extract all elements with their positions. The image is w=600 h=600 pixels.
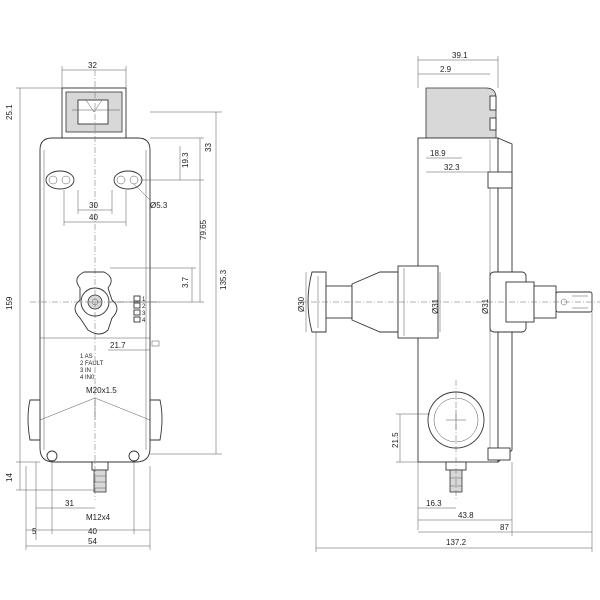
dim-m12: M12x4 bbox=[86, 513, 111, 522]
mounting-slot-left bbox=[45, 170, 75, 190]
status-leds: 1 2 3 4 bbox=[133, 295, 146, 324]
dim-37: 3.7 bbox=[181, 276, 190, 288]
bottom-hole-left bbox=[46, 450, 58, 462]
dim-53: Ø5.3 bbox=[150, 201, 168, 210]
dim-14: 14 bbox=[5, 473, 14, 482]
dim-217: 21.7 bbox=[110, 341, 126, 350]
dim-215: 21.5 bbox=[391, 432, 400, 448]
legend-1: 1 AS bbox=[80, 354, 93, 360]
dim-m20: M20x1.5 bbox=[86, 386, 117, 395]
side-gland-right bbox=[149, 399, 163, 441]
dim-29: 2.9 bbox=[440, 65, 452, 74]
mounting-slot-right bbox=[113, 170, 143, 190]
release-knob bbox=[74, 271, 118, 335]
dim-251: 25.1 bbox=[5, 104, 14, 120]
legend-3: 3 IN bbox=[80, 368, 91, 374]
side-view: 39.1 2.9 18.9 32.3 Ø30 Ø31 Ø31 21.5 16.3… bbox=[297, 51, 600, 552]
dim-30: 30 bbox=[89, 201, 98, 210]
dim-dia31b: Ø31 bbox=[481, 298, 490, 314]
led-2-label: 2 bbox=[142, 304, 146, 310]
dim-5: 5 bbox=[32, 527, 37, 536]
dim-87: 87 bbox=[500, 523, 509, 532]
dim-391: 39.1 bbox=[452, 51, 468, 60]
dim-54: 54 bbox=[88, 537, 97, 546]
dim-dia31a: Ø31 bbox=[431, 298, 440, 314]
legend-4: 4 IN0 bbox=[80, 375, 95, 381]
led-legend: 1 AS 2 FAULT 3 IN 4 IN0 bbox=[80, 354, 104, 381]
bottom-hole-right bbox=[128, 450, 140, 462]
side-actuator-head bbox=[425, 87, 497, 139]
dim-189: 18.9 bbox=[430, 149, 446, 158]
side-gland-left bbox=[27, 399, 41, 441]
dim-323: 32.3 bbox=[444, 163, 460, 172]
side-dimensions: 39.1 2.9 18.9 32.3 Ø30 Ø31 Ø31 21.5 16.3… bbox=[297, 51, 593, 552]
dim-40-top: 40 bbox=[89, 213, 98, 222]
legend-2: 2 FAULT bbox=[80, 361, 104, 367]
m12-connector bbox=[91, 461, 109, 493]
dim-32: 32 bbox=[88, 61, 97, 70]
dim-163: 16.3 bbox=[426, 499, 442, 508]
dim-193: 19.3 bbox=[181, 152, 190, 168]
dim-31: 31 bbox=[65, 499, 74, 508]
dim-7965: 79.65 bbox=[199, 219, 208, 240]
dim-1353: 135.3 bbox=[219, 269, 228, 290]
dim-40-bot: 40 bbox=[88, 527, 97, 536]
led-4-label: 4 bbox=[142, 318, 146, 324]
dim-438: 43.8 bbox=[458, 511, 474, 520]
dim-159: 159 bbox=[5, 296, 14, 310]
front-view: 1 2 3 4 1 AS 2 FAULT 3 IN 4 IN0 M20x1.5 bbox=[5, 61, 228, 550]
dim-33: 33 bbox=[204, 143, 213, 152]
dim-1372: 137.2 bbox=[446, 538, 467, 547]
led-1-label: 1 bbox=[142, 297, 146, 303]
led-3-label: 3 bbox=[142, 311, 146, 317]
front-dimensions: 32 25.1 159 135.3 33 19.3 79.65 bbox=[5, 61, 228, 550]
actuator-inner bbox=[77, 99, 109, 125]
dim-dia30: Ø30 bbox=[297, 296, 306, 312]
